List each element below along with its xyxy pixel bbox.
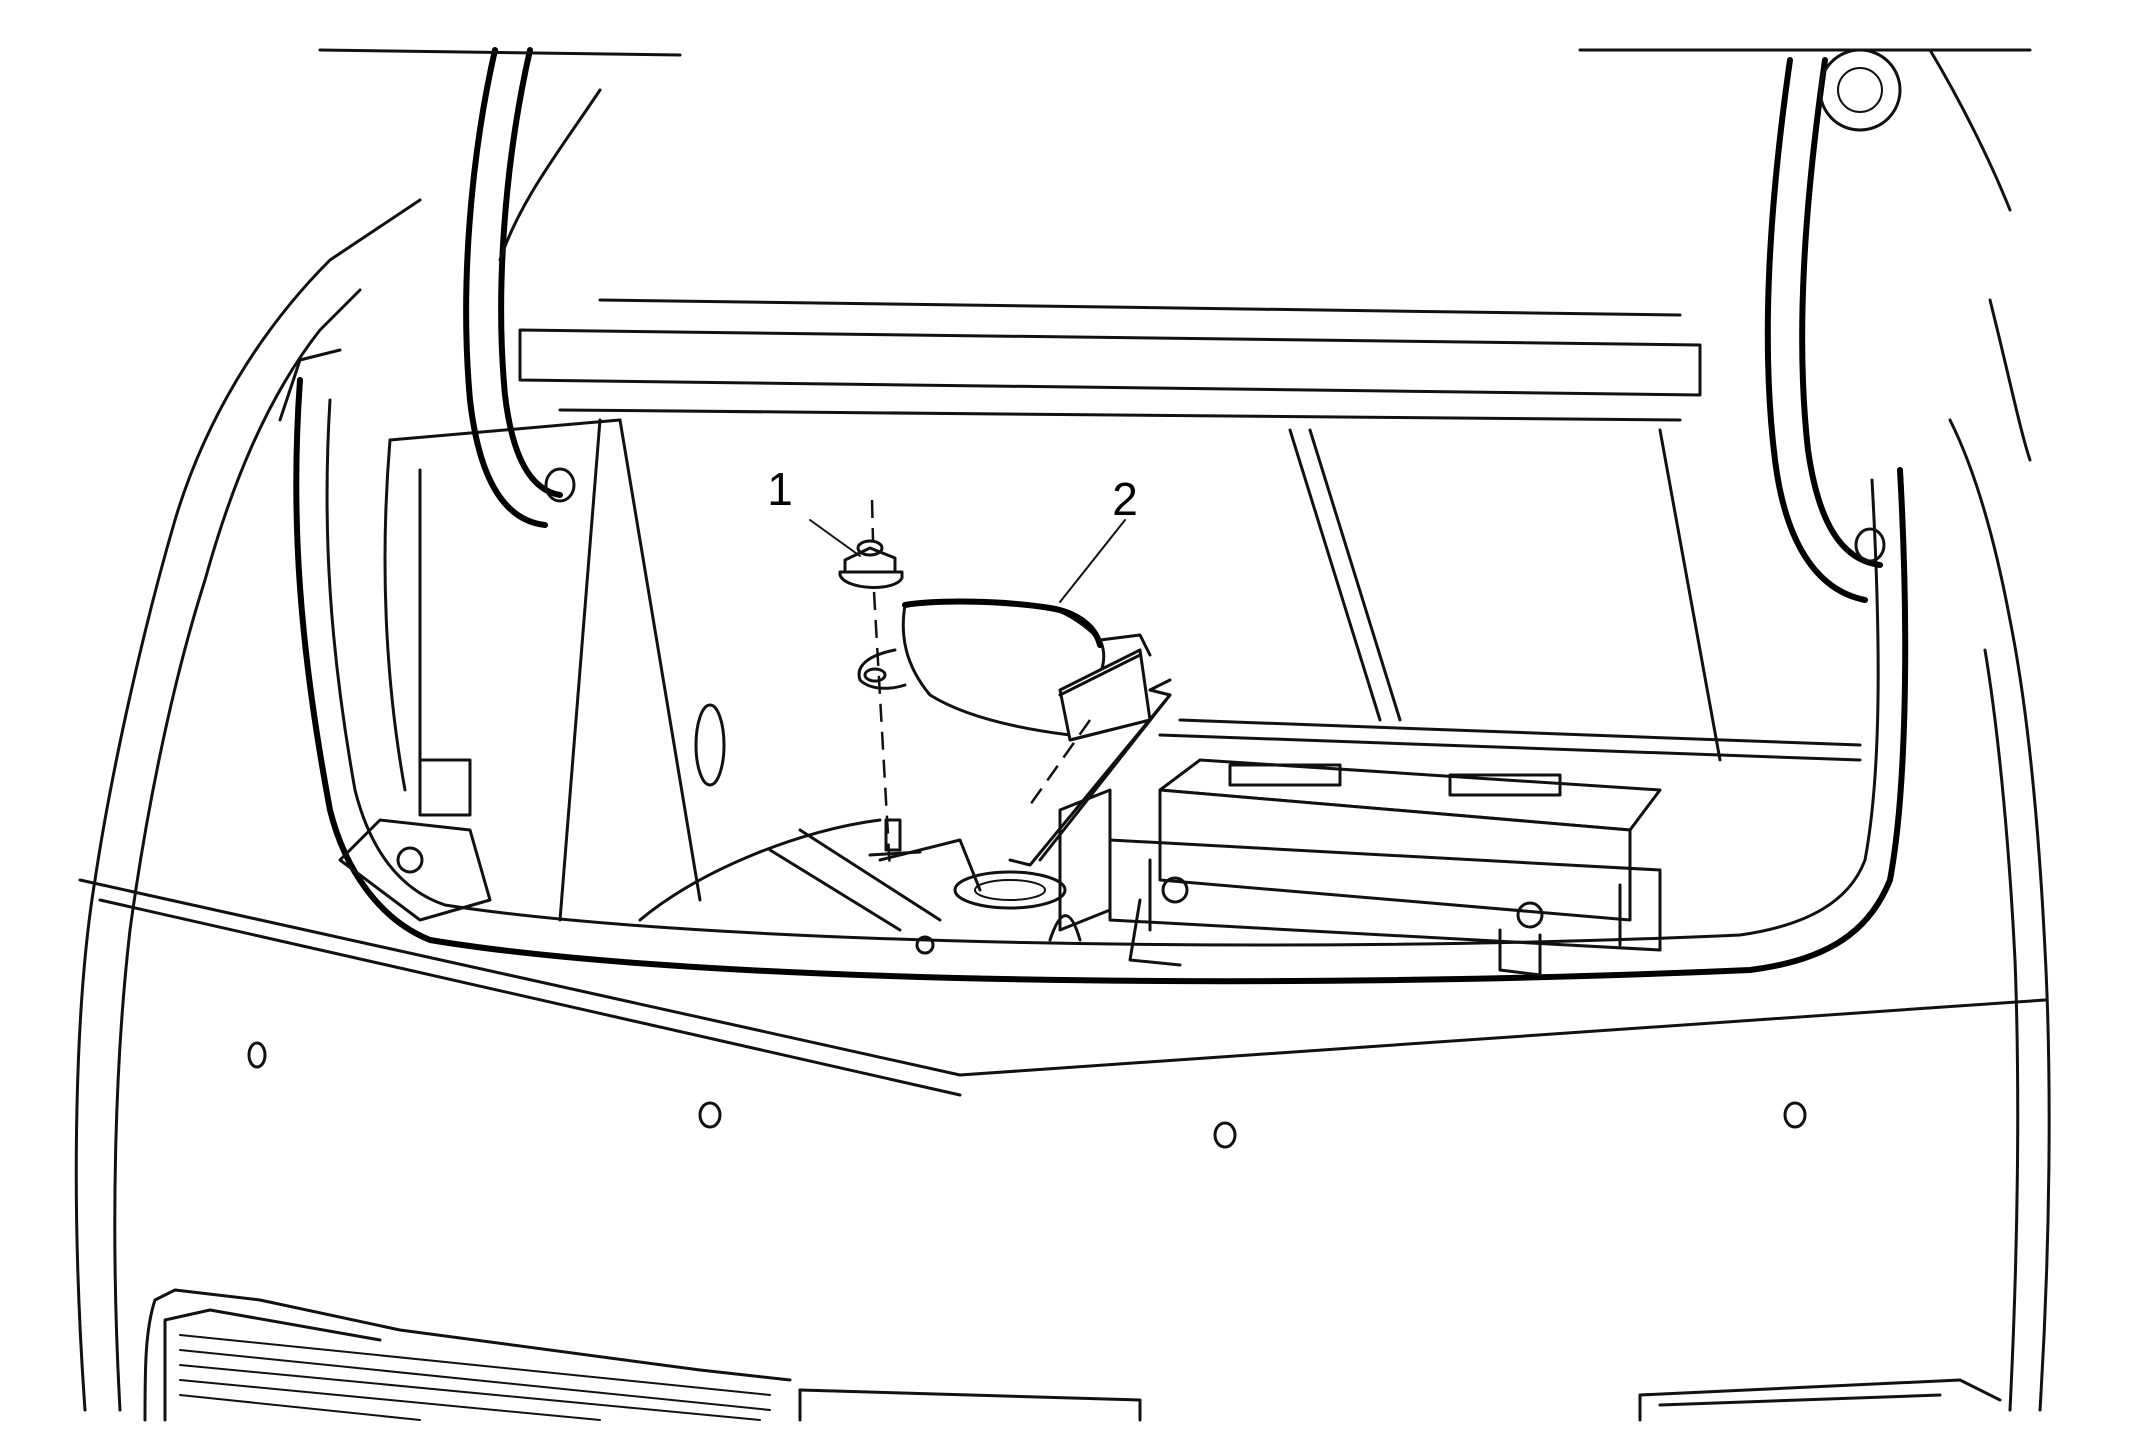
battery-cover-bracket bbox=[857, 598, 1172, 742]
trunk-lid bbox=[318, 48, 2032, 462]
callout-label-2: 2 bbox=[1112, 473, 1138, 525]
bracket-projection bbox=[1008, 688, 1172, 867]
rear-panel-holes bbox=[247, 1041, 1807, 1149]
leader-line-2 bbox=[1059, 519, 1126, 603]
sensor-hole bbox=[247, 1041, 267, 1069]
nut-fastener bbox=[838, 499, 922, 871]
left-latch-area bbox=[278, 348, 492, 922]
rear-body-panel bbox=[74, 198, 2051, 1412]
sensor-hole bbox=[1213, 1121, 1237, 1149]
callout-label-1: 1 bbox=[767, 463, 793, 515]
battery-assembly bbox=[1058, 718, 1862, 977]
trunk-opening bbox=[293, 298, 1909, 985]
leader-lines bbox=[809, 519, 1126, 603]
sensor-hole bbox=[698, 1101, 722, 1129]
trunk-floor bbox=[638, 818, 1082, 955]
leader-line-1 bbox=[809, 519, 861, 557]
left-hinge-strap bbox=[463, 47, 576, 528]
sensor-hole bbox=[1783, 1101, 1807, 1129]
lower-bumper bbox=[143, 1288, 2002, 1422]
grille-lines bbox=[179, 1334, 771, 1421]
right-hinge-strap bbox=[1764, 57, 1886, 603]
